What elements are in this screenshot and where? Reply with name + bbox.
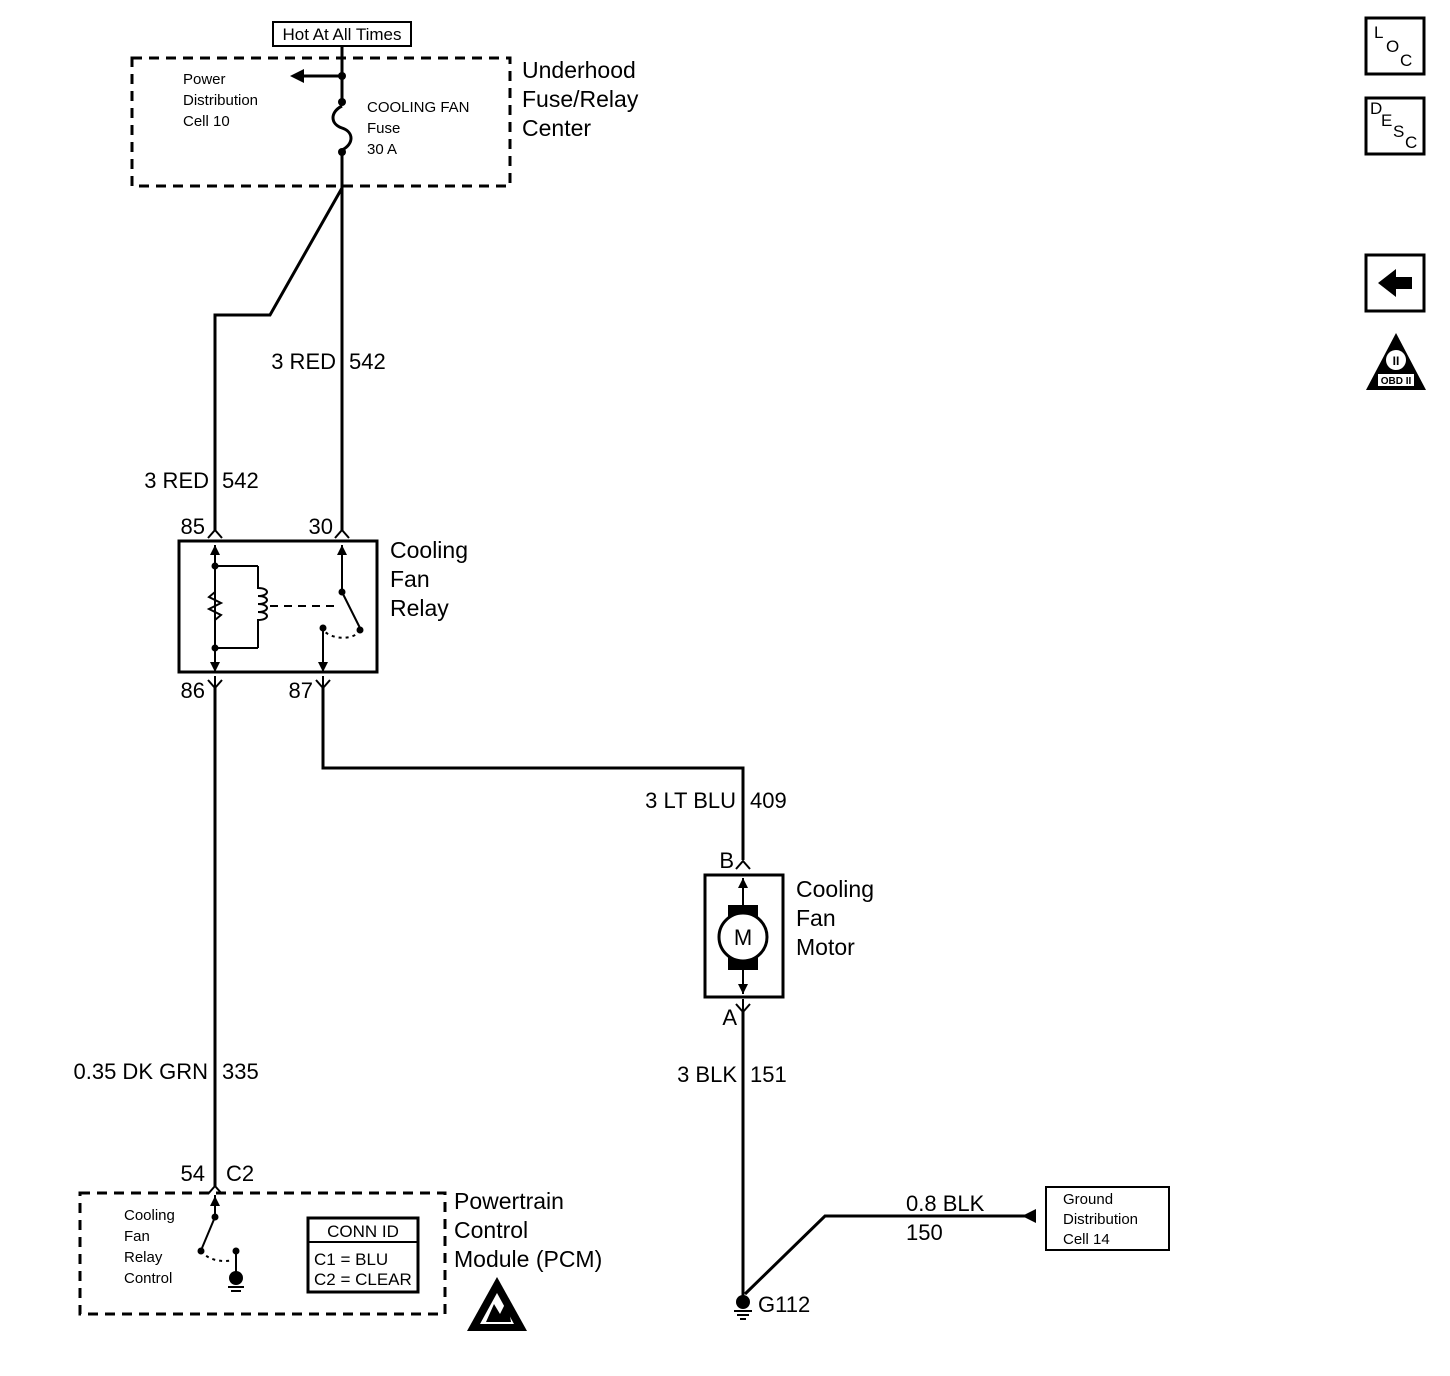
conn-id-title: CONN ID (327, 1222, 399, 1241)
relay-ctrl-line1: Cooling (124, 1207, 175, 1224)
ground-g112-icon (734, 1295, 752, 1320)
connector-85-icon (207, 528, 223, 539)
relay-line3: Relay (390, 595, 449, 621)
pcm-line1: Powertrain (454, 1188, 564, 1214)
relay-pin-86: 86 (181, 678, 205, 703)
wire-151-label: 3 BLK (677, 1062, 737, 1087)
desc-c: C (1405, 133, 1417, 152)
ground-dist-line3: Cell 14 (1063, 1231, 1110, 1248)
back-arrow-icon (1378, 269, 1412, 297)
power-dist-line1: Power (183, 71, 226, 88)
wire-409 (321, 688, 745, 860)
underhood-line3: Center (522, 115, 591, 141)
ground-g112-label: G112 (758, 1292, 810, 1317)
relay-pin-85: 85 (181, 514, 205, 539)
loc-l: L (1374, 23, 1383, 42)
conn-id-box (306, 1216, 420, 1294)
relay-coil-icon (206, 545, 268, 672)
wire-150-label: 0.8 BLK (906, 1191, 985, 1216)
motor-icon: M (717, 878, 769, 994)
obd-ii-label: OBD II (1381, 376, 1412, 387)
wire-150 (743, 1214, 1030, 1296)
relay-line2: Fan (390, 566, 430, 592)
relay-ctrl-line3: Relay (124, 1249, 163, 1266)
pcm-switch-icon (197, 1195, 244, 1292)
motor-line2: Fan (796, 905, 836, 931)
wire-542-lower-num: 542 (222, 468, 259, 493)
pcm-pin-54: 54 (181, 1161, 205, 1186)
conn-id-c2: C2 = CLEAR (314, 1270, 412, 1289)
wire-335-label: 0.35 DK GRN (74, 1059, 209, 1084)
wire-542-to-85 (213, 187, 344, 530)
pcm-box (78, 1191, 447, 1316)
wire-150-arrow-icon (1022, 1209, 1036, 1223)
motor-pin-a: A (722, 1005, 737, 1030)
relay-box (177, 539, 379, 674)
power-dist-line3: Cell 10 (183, 113, 230, 130)
underhood-line2: Fuse/Relay (522, 86, 639, 112)
fuse-line2: Fuse (367, 120, 400, 137)
hot-label: Hot At All Times (282, 25, 401, 44)
fuse-line3: 30 A (367, 141, 397, 158)
relay-pin-87: 87 (289, 678, 313, 703)
wire-409-label: 3 LT BLU (645, 788, 736, 813)
connector-54-icon (207, 1184, 223, 1195)
ground-dist-line2: Distribution (1063, 1211, 1138, 1228)
relay-pin-30: 30 (309, 514, 333, 539)
wire-335-num: 335 (222, 1059, 259, 1084)
wire-542-upper-label: 3 RED (271, 349, 336, 374)
ground-dist-line1: Ground (1063, 1191, 1113, 1208)
esd-warning-icon (467, 1277, 527, 1331)
back-button[interactable] (1364, 253, 1426, 313)
connector-b-icon (735, 859, 751, 870)
wire-151-num: 151 (750, 1062, 787, 1087)
connector-30-icon (334, 528, 350, 539)
relay-line1: Cooling (390, 537, 468, 563)
wire-150-num: 150 (906, 1220, 943, 1245)
desc-e: E (1381, 111, 1392, 130)
fuse-line1: COOLING FAN (367, 99, 470, 116)
motor-box (703, 873, 785, 999)
fuse-icon (331, 104, 353, 152)
relay-ctrl-line2: Fan (124, 1228, 150, 1245)
obd-ii-button[interactable]: II OBD II (1366, 333, 1426, 390)
wire-542-lower-label: 3 RED (144, 468, 209, 493)
desc-d: D (1370, 99, 1382, 118)
power-dist-line2: Distribution (183, 92, 258, 109)
hot-label-box (272, 21, 412, 47)
relay-ctrl-line4: Control (124, 1270, 172, 1287)
desc-s: S (1393, 122, 1404, 141)
relay-switch-icon (318, 545, 364, 672)
loc-c: C (1400, 51, 1412, 70)
pcm-conn-c2: C2 (226, 1161, 254, 1186)
loc-button[interactable]: L O C (1364, 16, 1426, 76)
wire-542-upper-num: 542 (349, 349, 386, 374)
underhood-line1: Underhood (522, 57, 636, 83)
motor-line1: Cooling (796, 876, 874, 902)
loc-o: O (1386, 37, 1399, 56)
motor-symbol: M (734, 925, 752, 950)
pcm-line2: Control (454, 1217, 528, 1243)
wire-409-num: 409 (750, 788, 787, 813)
desc-button[interactable]: D E S C (1364, 96, 1426, 156)
motor-line3: Motor (796, 934, 855, 960)
bus-arrow-icon (290, 47, 346, 106)
underhood-box (130, 56, 512, 188)
ground-dist-box (1045, 1186, 1170, 1251)
pcm-line3: Module (PCM) (454, 1246, 602, 1272)
obd-ii-roman: II (1393, 354, 1400, 368)
motor-pin-b: B (719, 848, 734, 873)
conn-id-c1: C1 = BLU (314, 1250, 388, 1269)
